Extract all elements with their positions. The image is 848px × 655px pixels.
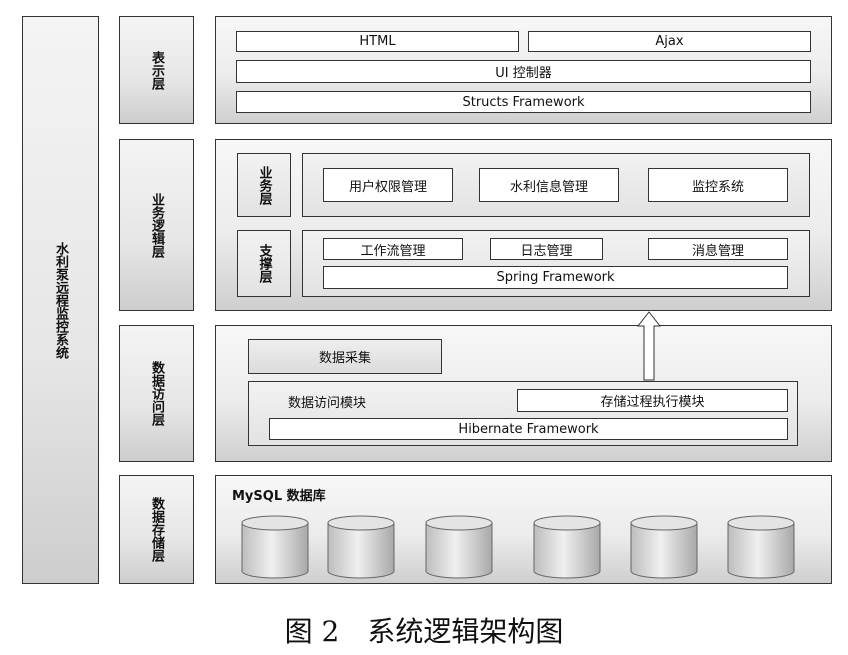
log-mgmt-box: 日志管理 (490, 238, 603, 260)
message-mgmt-box: 消息管理 (648, 238, 788, 260)
layer-label-business-text: 业务逻辑层 (149, 192, 164, 258)
support-sublabel-box (237, 230, 291, 297)
up-arrow-icon (636, 311, 662, 381)
structs-framework-box: Structs Framework (236, 91, 811, 113)
database-icon (630, 515, 698, 579)
service-sublabel: 业务层 (256, 165, 272, 205)
mysql-title: MySQL 数据库 (232, 489, 326, 504)
database-icon (533, 515, 601, 579)
workflow-box: 工作流管理 (323, 238, 463, 260)
water-info-box: 水利信息管理 (479, 168, 619, 202)
layer-label-data-access-text: 数据访问层 (149, 361, 164, 426)
stored-procedure-box: 存储过程执行模块 (517, 389, 788, 412)
service-sublabel-box (237, 153, 291, 217)
layer-label-storage (119, 475, 194, 584)
layer-label-data-access (119, 325, 194, 462)
figure-caption: 图 2 系统逻辑架构图 (284, 615, 564, 648)
database-icon (327, 515, 395, 579)
system-column (22, 16, 99, 584)
data-access-module-label: 数据访问模块 (288, 396, 367, 411)
spring-framework-box: Spring Framework (323, 266, 788, 289)
layer-label-storage-text: 数据存储层 (149, 497, 164, 562)
database-icon (425, 515, 493, 579)
ajax-box: Ajax (528, 31, 811, 52)
layer-label-presentation-text: 表示层 (149, 50, 164, 90)
database-icon (727, 515, 795, 579)
layer-label-business (119, 139, 194, 311)
system-label: 水利泵远程监控系统 (53, 241, 68, 359)
data-collection-box: 数据采集 (248, 339, 442, 374)
monitor-system-box: 监控系统 (648, 168, 788, 202)
user-permission-box: 用户权限管理 (323, 168, 453, 202)
hibernate-framework-box: Hibernate Framework (269, 418, 788, 440)
support-sublabel: 支撑层 (256, 244, 272, 283)
ui-controller-box: UI 控制器 (236, 60, 811, 83)
database-icon (241, 515, 309, 579)
layer-label-presentation (119, 16, 194, 124)
html-box: HTML (236, 31, 519, 52)
